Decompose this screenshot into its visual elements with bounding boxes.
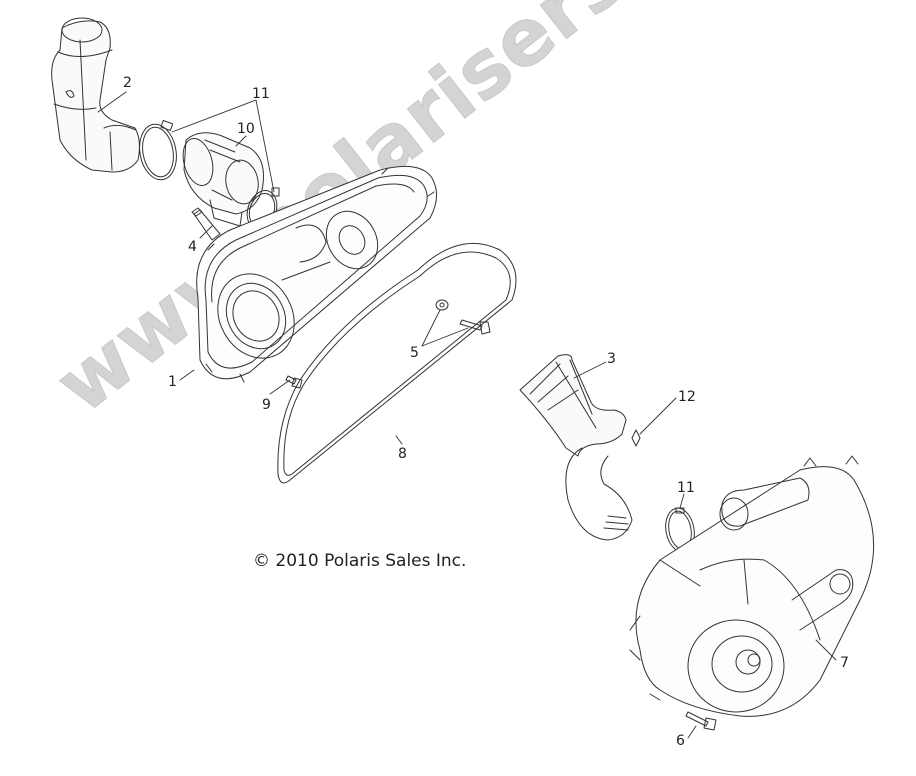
callout-8: 8 <box>398 446 407 462</box>
duct-adapter-icon <box>178 133 263 226</box>
bolt-and-washer-icon <box>436 300 490 334</box>
callout-2: 2 <box>123 75 132 91</box>
bolt-icon <box>686 712 716 730</box>
callout-5: 5 <box>410 345 419 361</box>
bolt-icon <box>286 376 302 388</box>
hose-clamp-icon <box>135 120 180 182</box>
callout-10: 10 <box>237 121 255 137</box>
callout-12: 12 <box>678 389 696 405</box>
callout-4: 4 <box>188 239 197 255</box>
outer-clutch-cover-icon <box>630 456 874 716</box>
seal-icon <box>278 243 516 483</box>
outlet-duct-icon <box>520 355 632 540</box>
callout-9: 9 <box>262 397 271 413</box>
callout-6: 6 <box>676 733 685 749</box>
inner-clutch-cover-icon <box>197 166 437 382</box>
pin-icon <box>192 208 220 240</box>
callout-1: 1 <box>168 374 177 390</box>
callout-11-lower: 11 <box>677 480 695 496</box>
leader-lines <box>98 92 836 738</box>
intake-duct-icon <box>52 18 140 172</box>
callout-3: 3 <box>607 351 616 367</box>
callout-11-top: 11 <box>252 86 270 102</box>
copyright-notice: © 2010 Polaris Sales Inc. <box>253 551 467 571</box>
callout-7: 7 <box>840 655 849 671</box>
push-rivet-icon <box>632 430 640 446</box>
